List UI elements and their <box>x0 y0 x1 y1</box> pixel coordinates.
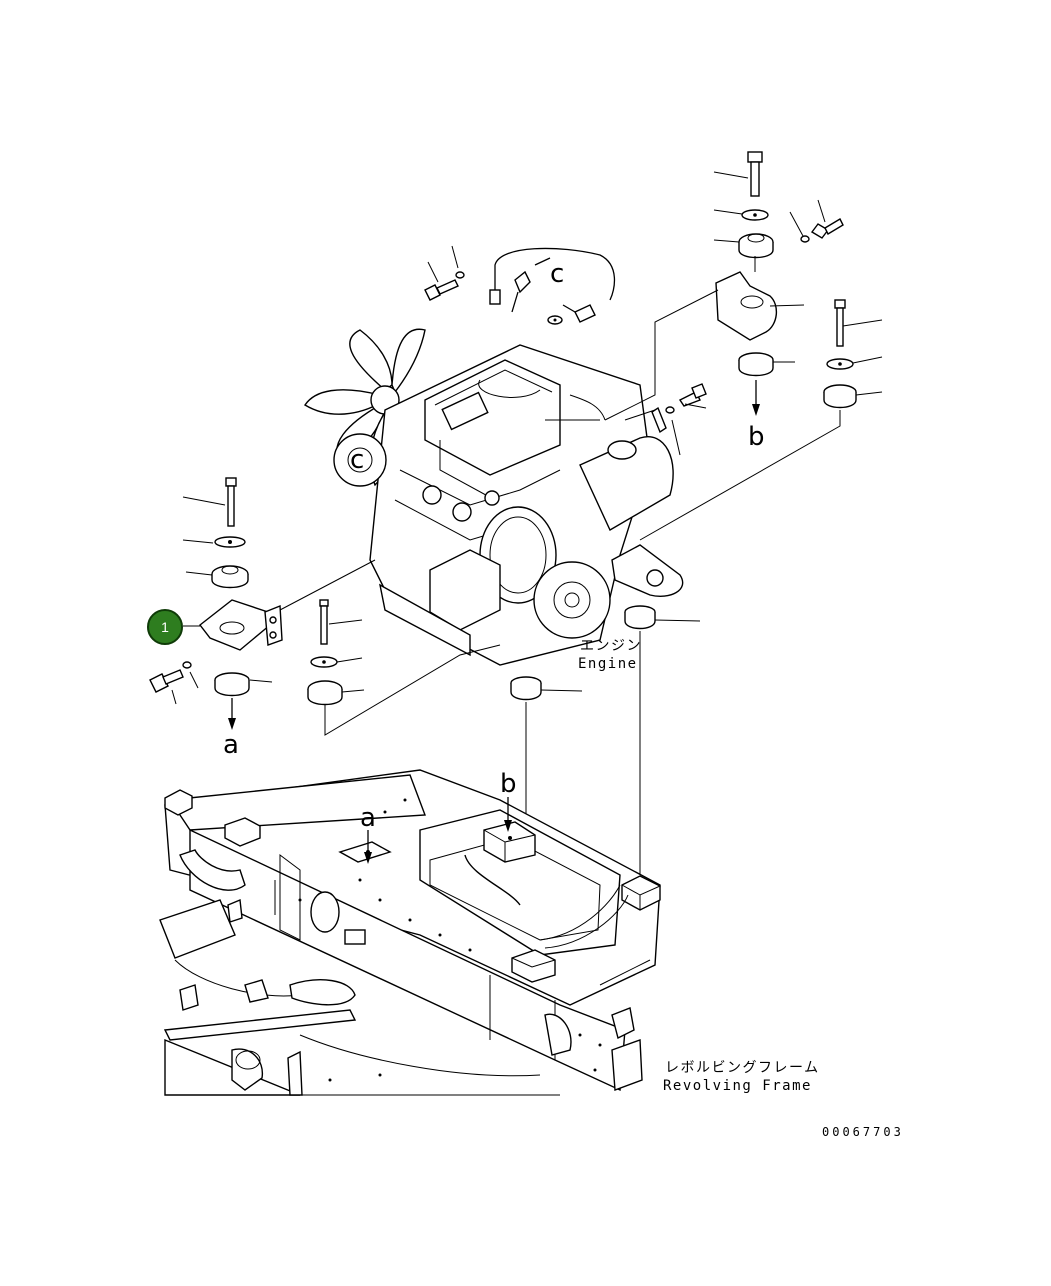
frame-arrow-b <box>504 797 512 832</box>
rear-right-upper-mount <box>604 151 844 421</box>
ref-label-a-frame: a <box>360 803 376 833</box>
sensor-harness <box>489 247 616 325</box>
engine-assembly <box>304 328 684 666</box>
revolving-frame <box>159 769 661 1096</box>
muffler-bracket-bolt <box>624 383 707 456</box>
ref-label-b-mount: b <box>748 422 765 452</box>
part-number-badge[interactable]: 1 <box>147 609 183 645</box>
ref-label-c-sensor: c <box>550 259 564 289</box>
frame-label-en: Revolving Frame <box>663 1078 812 1094</box>
front-center-mount <box>307 599 501 736</box>
frame-label-jp: レボルビングフレーム <box>665 1060 820 1076</box>
ref-label-b-frame: b <box>500 769 517 799</box>
sensor-bracket-bolt <box>424 245 465 301</box>
engine-label-jp: エンジン <box>580 638 642 654</box>
frame-arrow-a <box>364 830 372 864</box>
front-left-mount <box>149 477 376 730</box>
badge-number[interactable]: 1 <box>161 619 169 635</box>
rear-right-lower-mount <box>624 605 701 875</box>
engine-label-en: Engine <box>578 656 638 672</box>
right-side-mount <box>639 299 883 541</box>
badge-circle[interactable] <box>147 609 183 645</box>
ref-label-a-mount: a <box>223 730 239 760</box>
drawing-code: 00067703 <box>822 1125 904 1139</box>
ref-label-c-engine: c <box>350 445 364 475</box>
